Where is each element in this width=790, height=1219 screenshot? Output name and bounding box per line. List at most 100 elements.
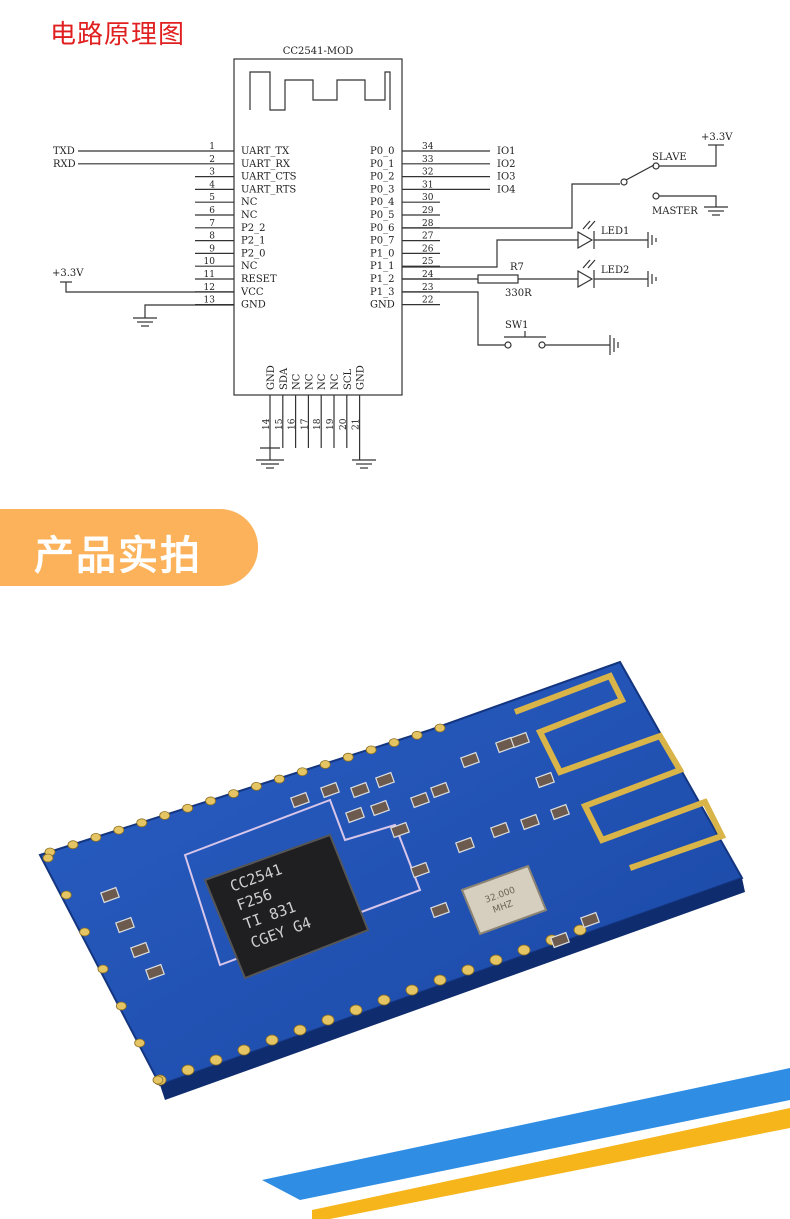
smd-components <box>100 731 600 981</box>
pad <box>209 1054 223 1066</box>
right-pin-label: P1_3 <box>370 287 394 298</box>
right-pin-label: P1_0 <box>370 248 394 259</box>
bottom-pin-label: GND <box>356 365 367 390</box>
right-pin-label: P0_6 <box>370 223 394 234</box>
smd-part <box>390 821 410 839</box>
right-pin-number: 33 <box>422 155 434 165</box>
pad <box>159 811 171 820</box>
left-pin-number: 6 <box>209 206 215 216</box>
left-pin-label: NC <box>241 261 258 272</box>
left-pin-number: 13 <box>204 296 216 306</box>
vcc-right-label: +3.3V <box>701 132 733 143</box>
right-pin-label: P0_4 <box>370 197 394 208</box>
left-pin-number: 8 <box>209 232 215 242</box>
resistor-r7 <box>477 274 519 284</box>
switch-slave-contact <box>652 162 660 170</box>
right-pin-label: P0_0 <box>370 146 394 157</box>
right-pin-number: 34 <box>422 142 434 152</box>
crystal-line-2: MHZ <box>492 899 515 915</box>
right-pin-label: P1_2 <box>370 274 394 285</box>
chip-line-1: CC2541 <box>228 860 285 895</box>
led1-diode <box>577 230 594 250</box>
chip-line-4: CGEY G4 <box>248 913 314 952</box>
right-pin-number: 23 <box>422 283 434 293</box>
left-pin-label: UART_RTS <box>241 184 296 195</box>
left-pin-number: 7 <box>209 219 215 229</box>
switch-common <box>620 178 628 186</box>
left-pin-number: 11 <box>204 270 215 280</box>
switch-lever <box>625 164 655 181</box>
pad <box>411 730 423 740</box>
smd-part <box>460 751 480 769</box>
smd-part <box>455 836 475 854</box>
right-pin-number: 31 <box>422 180 433 190</box>
module-body <box>233 58 403 396</box>
bottom-pin-label: GND <box>266 365 277 390</box>
right-net-label: IO4 <box>497 184 516 195</box>
left-pin-number: 12 <box>204 283 215 293</box>
bottom-pin-number: 21 <box>352 419 362 430</box>
resistor-value: 330R <box>505 288 532 299</box>
button-contact-a <box>504 341 512 349</box>
pcb-board <box>38 660 744 1087</box>
bottom-pin-number: 14 <box>262 418 272 430</box>
right-pin-label: P0_5 <box>370 210 394 221</box>
left-pin-label: UART_TX <box>241 146 290 157</box>
right-net-label: IO1 <box>497 146 516 157</box>
right-pin-label: GND <box>370 300 395 311</box>
module-name: CC2541-MOD <box>283 46 354 57</box>
smd-part <box>430 901 450 919</box>
switch-master-contact <box>652 192 660 200</box>
pad <box>517 944 531 956</box>
bottom-pin-label: NC <box>330 373 341 390</box>
switch-wire <box>402 183 620 229</box>
left-pin-label: VCC <box>240 287 264 298</box>
resistor-name: R7 <box>510 262 524 273</box>
pad <box>42 853 54 863</box>
bottom-pin-label: NC <box>292 373 303 390</box>
left-pin-number: 4 <box>209 180 215 190</box>
bottom-pin-number: 19 <box>326 418 336 430</box>
chip-line-2: F256 <box>234 885 274 914</box>
bottom-pin-number: 20 <box>339 418 349 430</box>
bottom-pin-number: 15 <box>275 418 285 430</box>
bottom-pin-number: 18 <box>313 418 323 430</box>
crystal-line-1: 32.000 <box>484 885 517 905</box>
right-pin-number: 22 <box>422 296 433 306</box>
pad <box>319 760 331 769</box>
led2-diode <box>577 269 594 289</box>
pad <box>349 1004 363 1016</box>
pad <box>97 964 109 974</box>
master-label: MASTER <box>652 206 698 217</box>
pad <box>205 796 216 806</box>
pad <box>237 1044 251 1056</box>
right-pin-number: 30 <box>422 193 434 203</box>
pad <box>67 840 79 850</box>
pad <box>342 752 354 762</box>
led1-wire <box>402 239 578 268</box>
silkscreen-outline <box>183 798 422 967</box>
left-pin-number: 10 <box>204 257 216 267</box>
antenna-trace <box>249 71 391 111</box>
smd-part <box>550 803 570 821</box>
smd-part <box>510 731 530 749</box>
pad <box>293 1024 307 1036</box>
smd-part <box>345 806 365 824</box>
pad <box>433 974 447 986</box>
right-pin-number: 25 <box>422 257 434 267</box>
pad <box>251 781 262 791</box>
bottom-pin-label: SCL <box>343 368 354 390</box>
stripe-yellow <box>312 1108 790 1219</box>
left-pin-label: P2_2 <box>241 223 265 234</box>
pad <box>134 1038 146 1048</box>
castellated-pads <box>42 723 587 1086</box>
pad <box>434 723 446 733</box>
left-pin-label: UART_RX <box>241 159 291 170</box>
smd-part <box>100 886 120 904</box>
left-pin-number: 5 <box>209 193 215 203</box>
pad <box>489 954 503 966</box>
bottom-pin-label: NC <box>317 373 328 390</box>
gnd-left-wire <box>144 304 234 318</box>
smd-part <box>145 963 165 981</box>
left-pin-label: P2_0 <box>241 248 265 259</box>
